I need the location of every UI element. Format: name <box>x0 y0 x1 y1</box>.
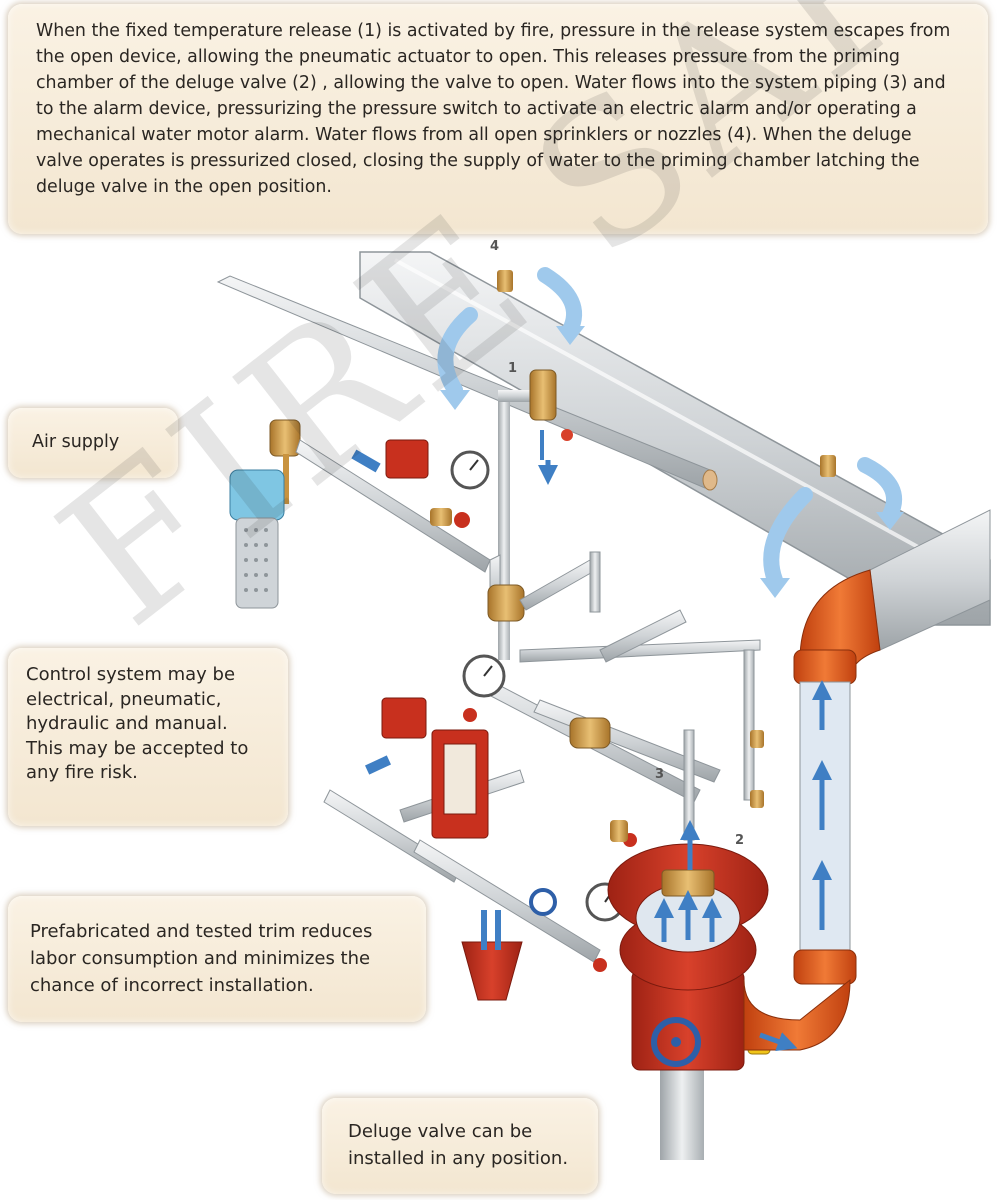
overhead-main-pipe <box>359 251 991 626</box>
water-flow-arrows <box>538 460 832 1052</box>
control-system-text: Control system may be electrical, pneuma… <box>26 664 249 783</box>
sprinkler-spray-arrows <box>437 267 902 588</box>
sprinkler-head <box>497 270 836 477</box>
riser-pipe <box>743 509 991 1051</box>
drain-cup <box>461 910 523 1001</box>
air-supply-assembly <box>229 419 491 609</box>
valve-position-text: Deluge valve can be installed in any pos… <box>348 1121 569 1169</box>
prefabricated-trim-callout: Prefabricated and tested trim reduces la… <box>8 896 426 1022</box>
prefabricated-trim-text: Prefabricated and tested trim reduces la… <box>30 921 373 996</box>
air-supply-label: Air supply <box>32 432 120 452</box>
air-supply-callout: Air supply <box>8 408 178 478</box>
intro-callout: When the fixed temperature release (1) i… <box>8 4 988 234</box>
valve-number-label: 2 <box>735 833 744 848</box>
valve-position-callout: Deluge valve can be installed in any pos… <box>322 1098 598 1194</box>
deluge-valve-diagram: 1 2 3 4 <box>216 239 991 1160</box>
release-number-label: 1 <box>508 361 517 376</box>
control-system-callout: Control system may be electrical, pneuma… <box>8 648 288 826</box>
trim-gauges <box>462 654 764 972</box>
intro-text: When the fixed temperature release (1) i… <box>36 21 951 197</box>
nozzle-number-label: 4 <box>490 239 499 254</box>
trim-piping <box>323 551 761 963</box>
piping-number-label: 3 <box>655 767 664 782</box>
control-box <box>365 697 489 839</box>
